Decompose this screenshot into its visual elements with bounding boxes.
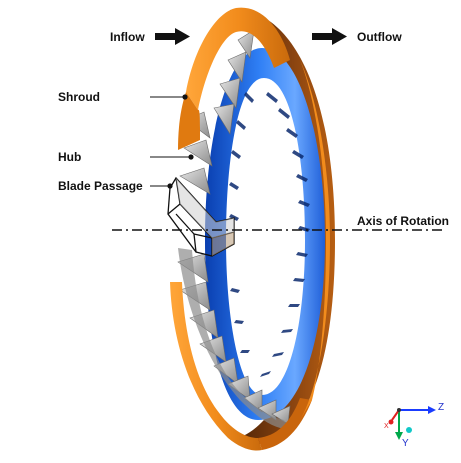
axis-of-rotation-label: Axis of Rotation — [357, 214, 449, 228]
hub-label: Hub — [58, 150, 81, 164]
shroud-label: Shroud — [58, 90, 100, 104]
inflow-label: Inflow — [110, 30, 145, 44]
blade-shadow — [178, 248, 290, 430]
shroud-rim-right — [300, 60, 330, 420]
blade-passage-leader — [150, 183, 173, 189]
coordinate-triad — [388, 406, 436, 440]
blade-passage-fill — [176, 178, 234, 256]
hub-blade-slots — [229, 92, 310, 377]
shroud-upper — [186, 7, 290, 110]
shroud-lower — [170, 282, 262, 451]
hub-leader — [150, 154, 194, 160]
shroud-lower-edge — [258, 398, 312, 450]
shroud-leader — [150, 94, 188, 100]
inflow-arrow — [155, 28, 190, 45]
shroud-left — [178, 92, 200, 150]
blade-passage-label: Blade Passage — [58, 179, 143, 193]
outflow-arrow — [312, 28, 347, 45]
outflow-label: Outflow — [357, 30, 402, 44]
triad-y-label: Y — [402, 438, 409, 449]
triad-z-label: Z — [438, 402, 444, 413]
triad-x-label: X — [384, 423, 389, 430]
